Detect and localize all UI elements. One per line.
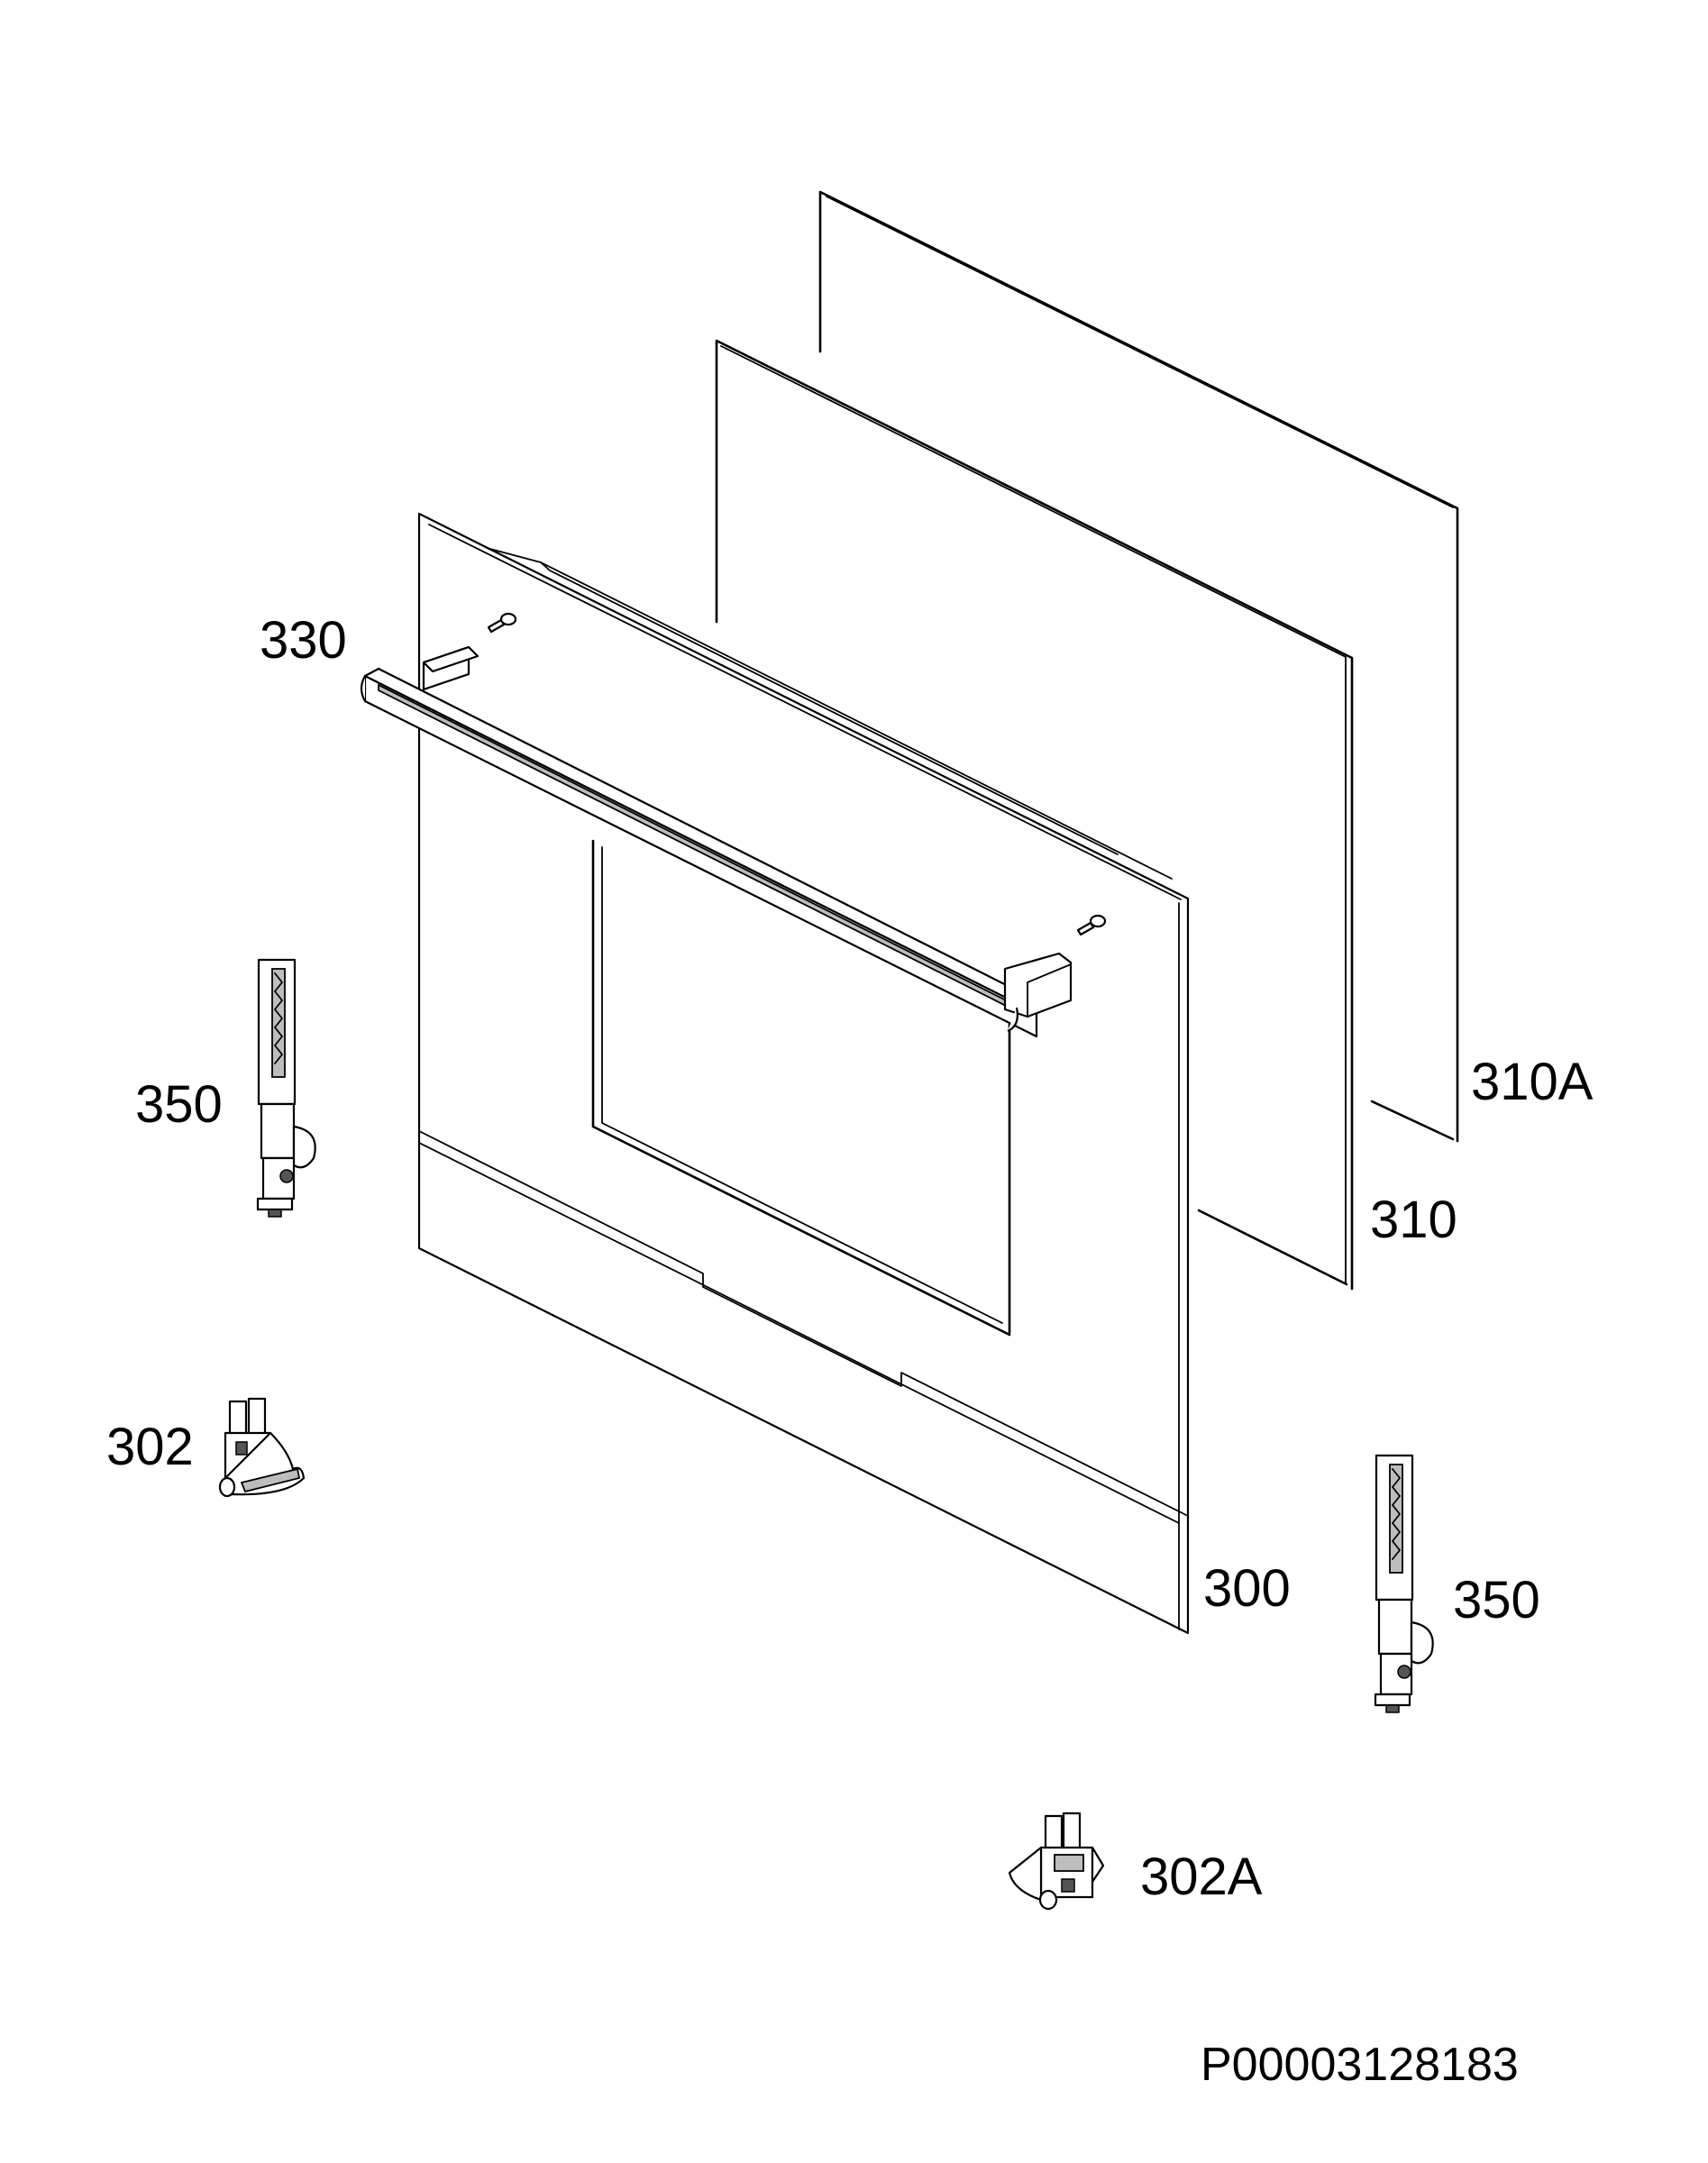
door-panel-300	[417, 512, 1190, 1635]
label-350-left: 350	[135, 1075, 223, 1134]
label-330: 330	[260, 611, 347, 670]
clip-302	[218, 1397, 306, 1498]
label-302: 302	[106, 1418, 194, 1476]
label-310: 310	[1370, 1191, 1457, 1249]
hinge-350-right	[1374, 1454, 1434, 1713]
drawing-code: P00003128183	[1201, 2039, 1519, 2091]
mounting-pin-left	[487, 612, 517, 634]
clip-302a	[1008, 1812, 1105, 1911]
label-350-right: 350	[1453, 1571, 1540, 1629]
mounting-pin-right	[1076, 914, 1107, 936]
glass-panel-310	[715, 339, 1354, 1291]
door-handle-330	[360, 645, 1073, 1038]
glass-panel-310a	[818, 190, 1459, 1143]
label-310a: 310A	[1471, 1053, 1594, 1111]
label-300: 300	[1203, 1559, 1291, 1618]
hinge-350-left	[256, 958, 316, 1218]
label-302a: 302A	[1140, 1848, 1263, 1906]
